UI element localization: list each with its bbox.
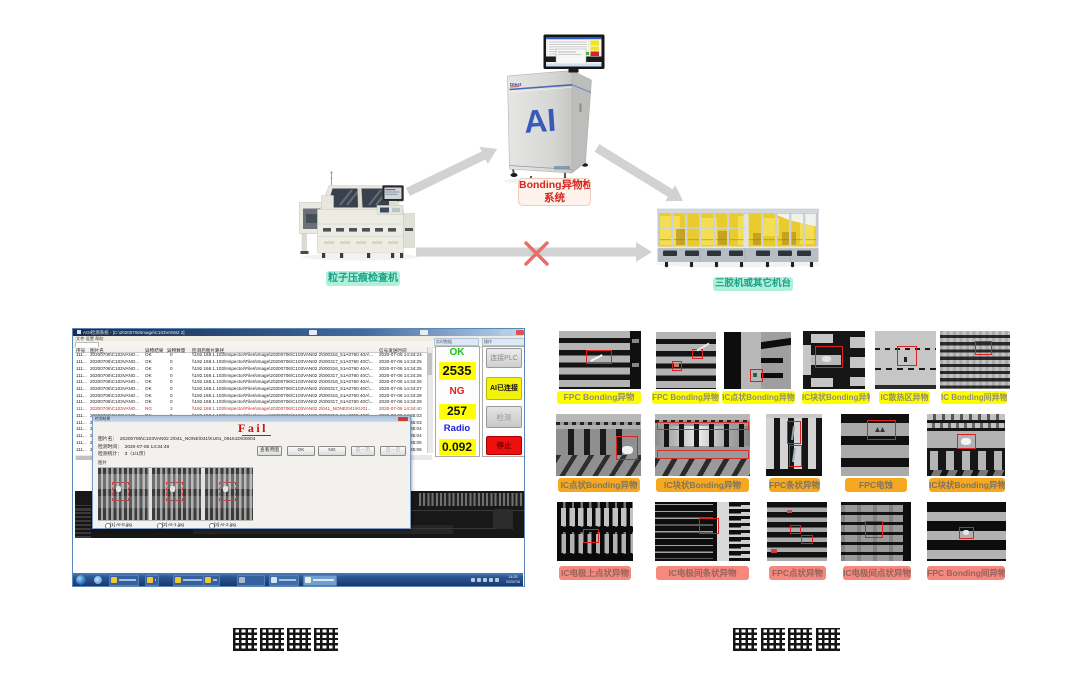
svg-text:AI: AI <box>523 102 557 140</box>
svg-text:Dtest: Dtest <box>510 82 522 87</box>
